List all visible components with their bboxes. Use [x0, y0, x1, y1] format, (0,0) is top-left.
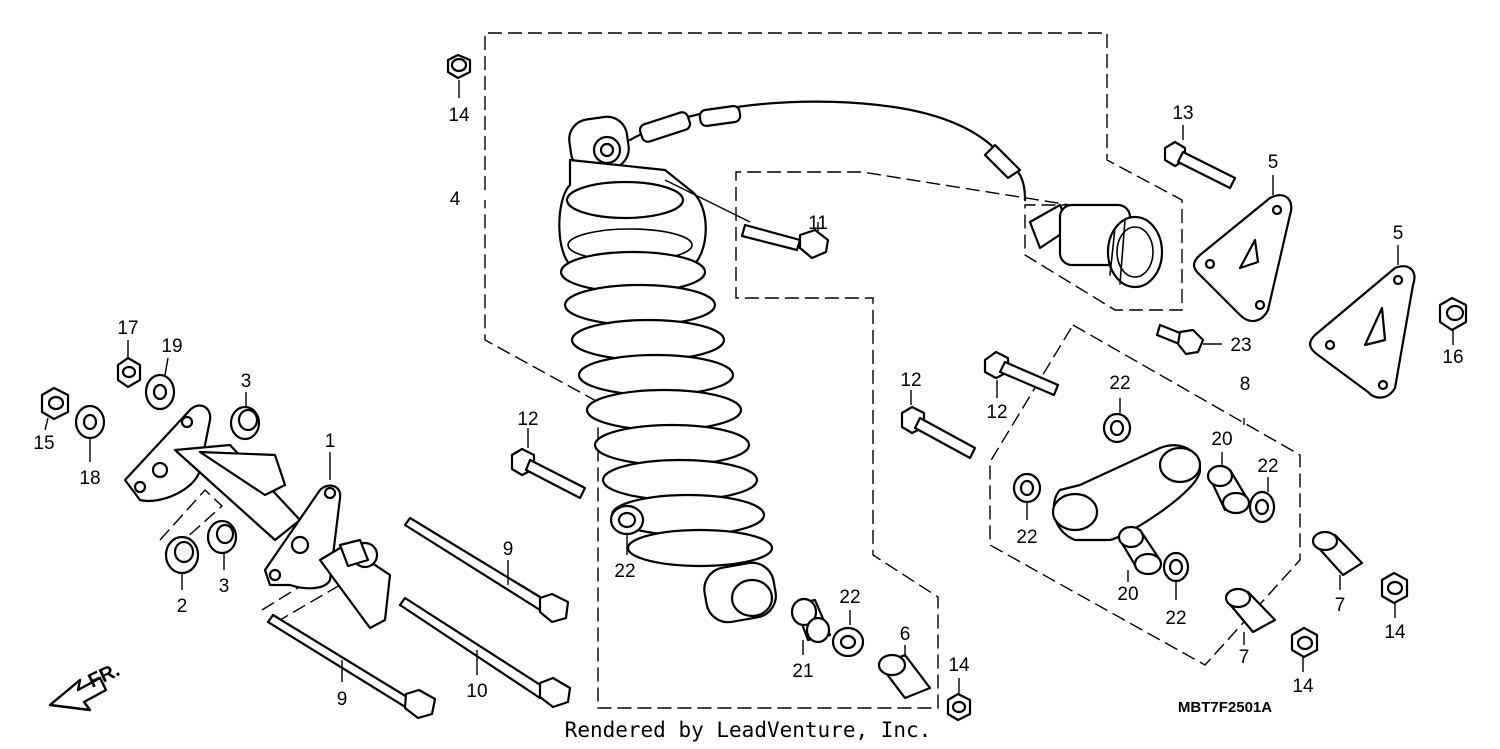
collar-21 [790, 597, 832, 644]
bearing-22-link-right [1248, 490, 1276, 524]
collar-20-upper [1206, 464, 1251, 515]
callout-22: 22 [1165, 608, 1186, 629]
bolt-11 [740, 223, 830, 260]
shock-spring [559, 250, 774, 568]
nut-14-link-right [1380, 571, 1409, 605]
callout-2: 2 [177, 596, 188, 617]
callout-5: 5 [1268, 152, 1279, 173]
callout-12: 12 [517, 409, 538, 430]
callout-22: 22 [839, 587, 860, 608]
callout-11: 11 [808, 213, 828, 234]
callout-7: 7 [1239, 647, 1250, 668]
callout-6: 6 [900, 624, 911, 645]
bearing-22-link-top [1102, 412, 1132, 444]
nut-14-shock [946, 692, 972, 722]
collar-7-lower [1224, 587, 1277, 634]
collar-3-lower [206, 519, 238, 555]
arm-group-outline [159, 488, 224, 549]
collar-6 [877, 653, 932, 700]
callout-23: 23 [1230, 335, 1251, 356]
callout-3: 3 [219, 576, 230, 597]
callout-22: 22 [1109, 373, 1130, 394]
callout-5: 5 [1393, 223, 1404, 244]
callout-4: 4 [450, 189, 461, 210]
bolt-23 [1155, 323, 1205, 356]
washer-18 [74, 404, 106, 440]
callout-20: 20 [1117, 584, 1138, 605]
callout-14: 14 [448, 105, 470, 126]
callout-14: 14 [948, 655, 970, 676]
collar-2 [164, 535, 200, 575]
callout-1: 1 [325, 431, 336, 452]
front-direction-arrow-icon [48, 676, 108, 712]
shock-group-outline [484, 32, 1183, 709]
callout-3: 3 [241, 371, 252, 392]
callout-12: 12 [900, 370, 921, 391]
callout-22: 22 [1257, 456, 1278, 477]
shock-link [1051, 444, 1202, 542]
callout-17: 17 [117, 318, 138, 339]
callout-14: 14 [1292, 676, 1314, 697]
nut-15 [40, 386, 70, 421]
callout-14: 14 [1384, 622, 1406, 643]
callout-21: 21 [792, 661, 813, 682]
render-credit: Rendered by LeadVenture, Inc. [565, 718, 932, 742]
collar-3-upper [229, 405, 261, 441]
callout-12: 12 [986, 402, 1007, 423]
nut-14-top [446, 53, 472, 80]
callout-16: 16 [1442, 347, 1463, 368]
collar-7-right [1311, 530, 1364, 577]
callout-19: 19 [161, 336, 182, 357]
callout-22: 22 [1016, 527, 1037, 548]
callout-7: 7 [1335, 595, 1346, 616]
collar-20-lower [1117, 525, 1163, 576]
callout-18: 18 [79, 468, 100, 489]
callout-13: 13 [1172, 103, 1193, 124]
nut-14-link-lower [1290, 626, 1319, 659]
callout-20: 20 [1211, 429, 1232, 450]
bearing-22-link-left [1012, 472, 1042, 504]
bearing-22-link-bottom [1162, 551, 1190, 583]
bolt-12-left [510, 447, 587, 500]
bearing-22-lower [831, 626, 865, 658]
callout-9: 9 [337, 689, 348, 710]
bolt-9-lower [266, 613, 437, 720]
callout-labels: 14 13 5 5 16 4 11 23 8 12 12 12 22 22 22… [33, 103, 1463, 710]
bolt-13 [1163, 140, 1237, 190]
bolt-9-upper [403, 516, 570, 624]
diagram-code: MBT7F2501A [1178, 699, 1272, 716]
callout-22: 22 [614, 561, 635, 582]
bolt-12-upper [983, 350, 1060, 397]
callout-15: 15 [33, 433, 54, 454]
bracket-5-a [1192, 194, 1293, 323]
nut-16 [1438, 296, 1468, 332]
washer-19 [144, 373, 176, 411]
callout-10: 10 [466, 681, 487, 702]
nut-17 [116, 356, 142, 389]
shock-absorber [558, 100, 1164, 624]
bolt-12-middle [900, 405, 977, 460]
bearing-22-shock [609, 504, 645, 536]
bolt-10 [398, 596, 572, 709]
callout-9: 9 [503, 539, 514, 560]
link-group-outline [989, 324, 1301, 666]
shock-arm [123, 404, 392, 630]
callout-8: 8 [1240, 374, 1251, 395]
bracket-5-b [1309, 265, 1416, 399]
